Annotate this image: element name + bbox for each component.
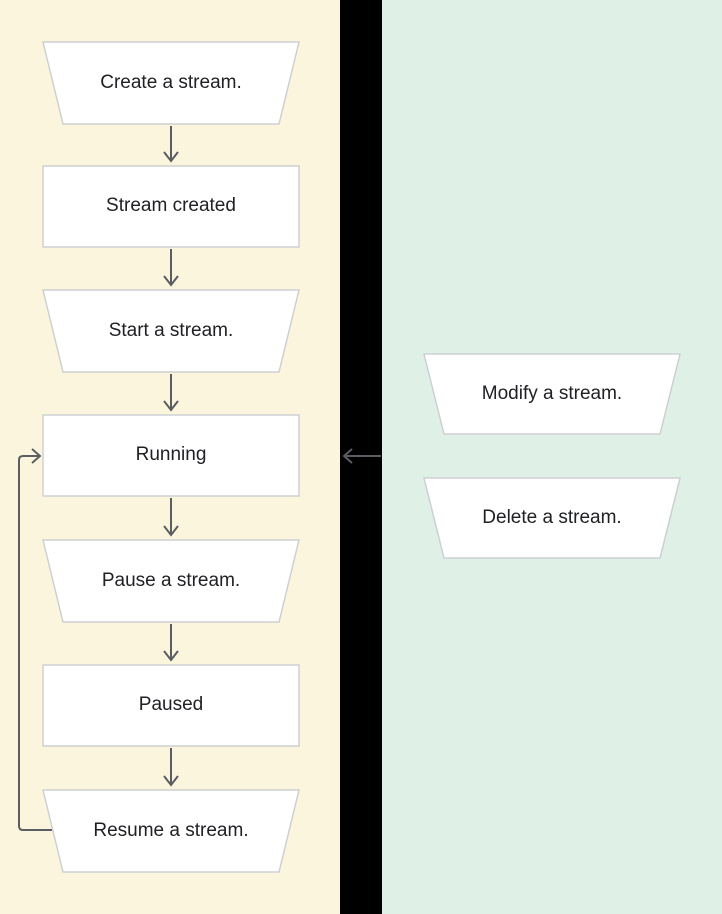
node-label: Paused: [138, 694, 204, 716]
trapezoid-shape: [423, 477, 681, 559]
divider-band: [340, 0, 382, 914]
node-resume-a-stream: Resume a stream.: [42, 789, 300, 873]
node-label: Create a stream.: [100, 71, 242, 93]
node-create-a-stream: Create a stream.: [42, 41, 300, 125]
node-delete-a-stream: Delete a stream.: [423, 477, 681, 559]
trapezoid-shape: [42, 41, 300, 125]
node-running: Running: [42, 414, 300, 497]
node-label: Resume a stream.: [93, 819, 249, 841]
trapezoid-shape: [42, 539, 300, 623]
node-pause-a-stream: Pause a stream.: [42, 539, 300, 623]
rectangle-shape: [42, 664, 300, 747]
node-modify-a-stream: Modify a stream.: [423, 353, 681, 435]
trapezoid-shape: [423, 353, 681, 435]
node-label: Delete a stream.: [482, 506, 622, 528]
rectangle-shape: [42, 165, 300, 248]
node-paused: Paused: [42, 664, 300, 747]
node-label: Stream created: [106, 195, 236, 217]
node-label: Pause a stream.: [101, 569, 241, 591]
operations-panel-background: [382, 0, 722, 914]
node-label: Running: [135, 444, 207, 466]
node-label: Modify a stream.: [481, 382, 623, 404]
node-start-a-stream: Start a stream.: [42, 289, 300, 373]
rectangle-shape: [42, 414, 300, 497]
trapezoid-shape: [42, 789, 300, 873]
node-stream-created: Stream created: [42, 165, 300, 248]
trapezoid-shape: [42, 289, 300, 373]
node-label: Start a stream.: [108, 319, 234, 341]
